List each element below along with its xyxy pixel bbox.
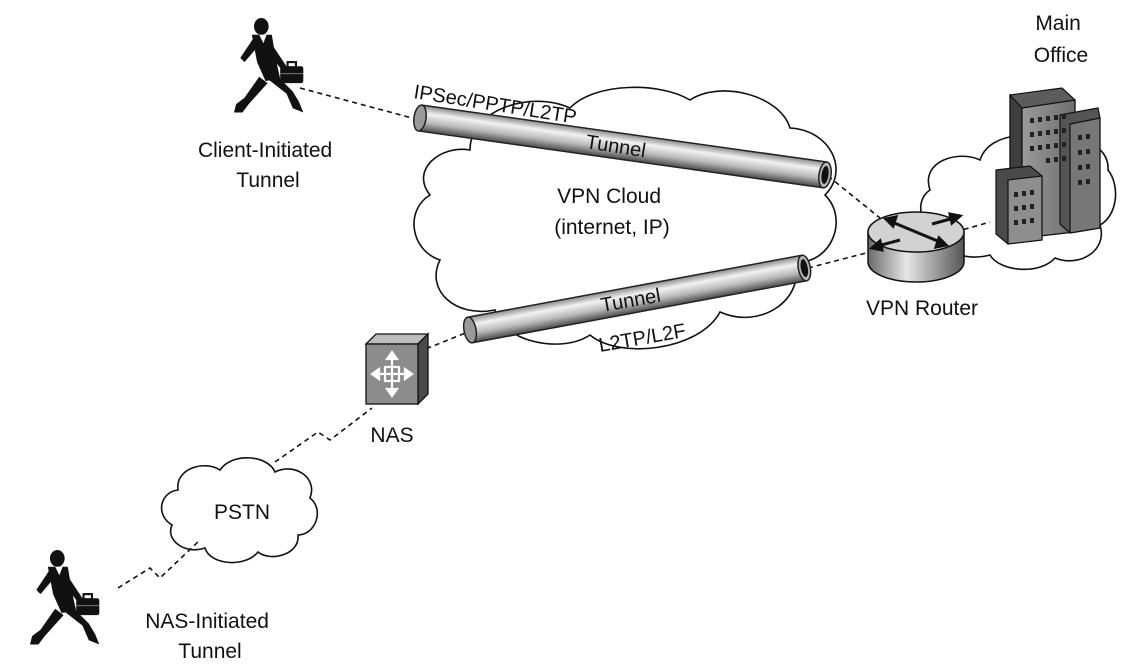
link-pstn-to-nas [274, 407, 373, 463]
link-router-to-tunnel-bottom [807, 251, 871, 269]
tunnel-top [413, 104, 832, 189]
pstn-cloud [160, 457, 319, 564]
vpn-cloud-label: VPN Cloud (internet, IP) [554, 185, 670, 239]
pstn-label: PSTN [214, 501, 270, 524]
link-tunnel-to-router-top [827, 175, 881, 219]
router-icon [867, 211, 965, 283]
tunnel-bottom [462, 254, 812, 344]
access-server-icon [364, 332, 430, 406]
running-person-icon [232, 16, 305, 114]
vpn-router-label: VPN Router [866, 297, 978, 320]
running-person-icon [28, 548, 101, 646]
link-user-to-pstn [117, 539, 201, 589]
link-router-to-office [954, 221, 991, 233]
nas-initiated-label: NAS-Initiated Tunnel [145, 610, 275, 663]
link-client-to-tunnel [299, 87, 413, 119]
client-initiated-label: Client-Initiated Tunnel [198, 139, 338, 192]
nas-label: NAS [370, 424, 413, 447]
main-office-label: Main Office [1034, 12, 1088, 67]
office-building-icon [995, 87, 1101, 245]
